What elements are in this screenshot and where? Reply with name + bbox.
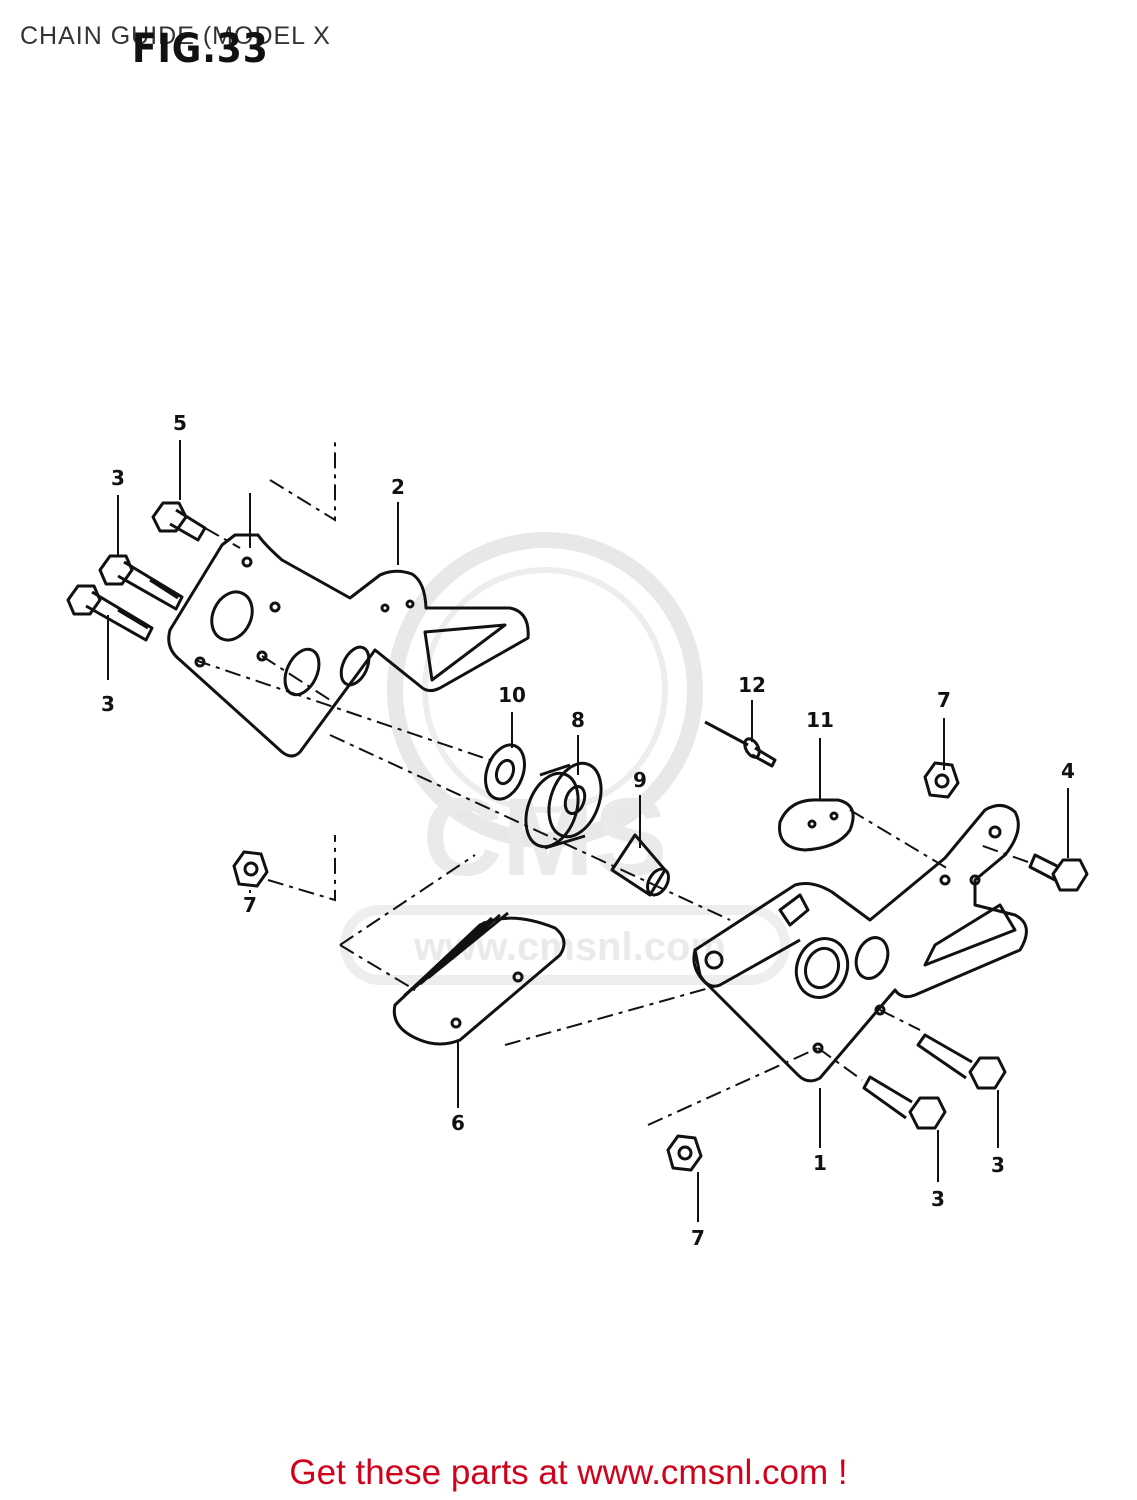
nut-left-lower — [232, 850, 269, 893]
callout-3-a: 3 — [111, 466, 125, 490]
exploded-parts-diagram: CMS www.cmsnl.com — [66, 411, 1089, 1250]
spacer-collar — [610, 833, 670, 897]
callout-12: 12 — [738, 673, 766, 697]
guide-plate-lower — [692, 804, 1028, 1083]
callout-3-b: 3 — [101, 692, 115, 716]
assembly-lines — [194, 440, 1029, 1126]
callout-7-a: 7 — [243, 893, 257, 917]
rubber-pad — [778, 798, 855, 852]
callout-8: 8 — [571, 708, 585, 732]
guide-plate-upper — [167, 533, 530, 758]
callout-11: 11 — [806, 708, 834, 732]
nut-right-upper — [923, 761, 960, 799]
bolt-lower-a — [916, 1033, 1007, 1090]
callout-2: 2 — [391, 475, 405, 499]
callout-7-b: 7 — [937, 688, 951, 712]
bolt-upper-a — [98, 554, 184, 611]
callout-5: 5 — [173, 411, 187, 435]
roller — [524, 761, 603, 850]
washer — [484, 743, 526, 801]
assembly-line-nut-left — [267, 835, 336, 902]
callout-3-c: 3 — [931, 1187, 945, 1211]
callout-3-d: 3 — [991, 1153, 1005, 1177]
callout-10: 10 — [498, 683, 526, 707]
callout-9: 9 — [633, 768, 647, 792]
callout-4: 4 — [1061, 759, 1075, 783]
bolt-upper-b — [66, 584, 154, 642]
figure-number: FIG.33 — [132, 26, 269, 72]
rivet — [704, 720, 777, 768]
nut-right-lower — [666, 1134, 703, 1172]
callout-labels: 1 2 3 3 3 3 4 5 6 7 7 7 8 9 10 11 12 — [101, 411, 1075, 1250]
callout-1: 1 — [813, 1151, 827, 1175]
bolt-short-4 — [1028, 853, 1089, 892]
bolt-short-5 — [151, 501, 207, 542]
callout-7-c: 7 — [691, 1226, 705, 1250]
callout-6: 6 — [451, 1111, 465, 1135]
footer-link[interactable]: Get these parts at www.cmsnl.com ! — [289, 1453, 848, 1492]
chain-guide-block — [392, 911, 566, 1046]
diagram-title: CHAIN GUIDE (MODEL X — [20, 22, 331, 50]
leader-lines — [107, 440, 1069, 1222]
bolt-lower-b — [862, 1075, 947, 1130]
